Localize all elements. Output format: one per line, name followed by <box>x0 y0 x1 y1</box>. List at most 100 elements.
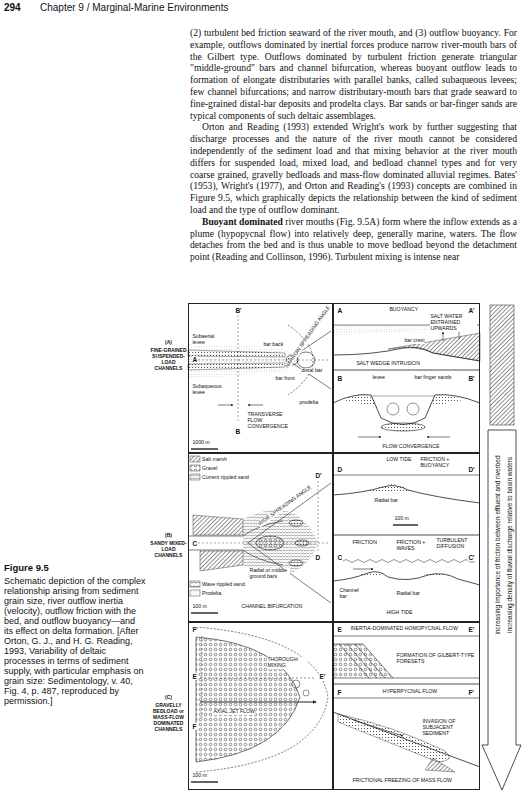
paragraph-text: (2) turbulent bed friction seaward of th… <box>190 27 517 121</box>
panel-label: HYPERPYCNAL FLOW <box>382 689 438 695</box>
panel-label: Subaqueous levee <box>192 384 231 396</box>
plan-view-a-part <box>191 448 218 449</box>
panel-label: levee <box>372 375 385 381</box>
panel-label: 100 m <box>394 516 409 522</box>
panel-label: distal bar <box>301 368 323 374</box>
plan-view-b-part <box>190 465 200 471</box>
panel-label: bar front <box>275 376 295 382</box>
figure-panel: F'ETHOROUGH MIXINGAXIAL JET FLOWE'F100 m <box>188 622 333 790</box>
paragraph: Buoyant dominatedriver mouths (Fig. 9.5A… <box>190 216 517 263</box>
running-head: Chapter 9 / Marginal-Marine Environments <box>40 2 228 14</box>
figure-panel: LOW TIDEFRICTION + BUOYANCYDRadial barD'… <box>333 453 480 622</box>
section-b-part <box>368 484 413 491</box>
section-c-part <box>353 720 403 736</box>
plan-view-b-part <box>191 612 218 613</box>
trend-arrow <box>482 305 521 790</box>
section-c-part <box>333 678 480 679</box>
panel-label: Subaerial levee <box>192 334 227 346</box>
section-letter: D <box>337 466 342 473</box>
body-text: (2) turbulent bed friction seaward of th… <box>190 27 517 263</box>
plan-view-c-part <box>202 636 203 720</box>
plan-view-b-part <box>190 474 200 480</box>
plan-view-c-part <box>200 702 316 703</box>
section-c-part <box>333 644 393 678</box>
section-b-part <box>333 535 480 536</box>
panel-title: GRAVELLY BEDLOAD or MASS-FLOW DOMINATED … <box>150 702 187 732</box>
figure-caption: Schematic depiction of the complex relat… <box>4 576 146 706</box>
panel-letter: (C) <box>150 694 187 700</box>
panel-label: FRICTIONAL FREEZING OF MASS FLOW <box>352 778 452 784</box>
plan-view-b-part <box>200 551 243 571</box>
section-b-part <box>333 475 480 476</box>
section-c-part <box>333 684 480 685</box>
panel-label: FORMATION OF GILBERT-TYPE FORESETS <box>396 653 475 665</box>
panel-label: 100 m <box>192 773 207 779</box>
paragraph-text: Buoyant dominated <box>202 216 283 227</box>
panel-label: BUOYANCY <box>389 307 419 313</box>
panel-label: Radial or middle ground bars <box>249 568 290 580</box>
panel-label: bar back <box>263 342 284 348</box>
panel-label: bar finger sands <box>414 375 452 381</box>
panel-letter: (B) <box>150 532 187 538</box>
plan-view-a-part <box>188 363 285 370</box>
plan-view-b-part <box>190 581 200 587</box>
plan-view-b-part <box>198 543 328 544</box>
section-b-part <box>343 560 475 563</box>
plan-view-a-part <box>248 405 263 406</box>
section-letter: F' <box>468 689 474 696</box>
section-b-part <box>353 569 373 570</box>
section-b-part <box>333 572 480 585</box>
section-letter: C <box>337 554 342 561</box>
trend-arrow-part <box>482 430 521 790</box>
section-a-part <box>333 347 480 361</box>
section-letter: D' <box>468 466 475 473</box>
section-a-part <box>427 437 450 438</box>
panel-label: TRANSVERSE FLOW CONVERGENCE <box>247 412 298 430</box>
plan-view-a-part <box>188 350 285 357</box>
figure-panel: B'NARROW SPREADING ANGLESubaerial leveeA… <box>188 303 333 453</box>
section-c-part <box>333 698 480 699</box>
panel-label: INERTIA-DOMINATED HOMOPYCNAL FLOW <box>350 626 458 632</box>
panel-label: THOROUGH MIXING <box>267 657 308 669</box>
section-a-part <box>333 395 480 425</box>
section-letter: E <box>337 626 342 633</box>
section-letter: E' <box>468 626 475 633</box>
panel-label: 100 m <box>192 604 207 610</box>
plan-view-b-part <box>289 560 303 566</box>
section-letter: B' <box>235 307 242 314</box>
section-a-part <box>443 332 444 341</box>
panel-label: FRICTION + WAVES <box>396 540 431 552</box>
section-c-part <box>425 758 455 772</box>
section-a-part <box>381 423 425 431</box>
panel-label: bar crest <box>404 338 425 344</box>
plan-view-c-part <box>292 680 300 688</box>
plan-view-b-part <box>190 456 200 462</box>
panel-label: SALT WEDGE INTRUSION <box>356 361 420 367</box>
section-letter: D' <box>315 472 322 479</box>
section-c <box>333 636 480 772</box>
section-a-part <box>371 396 435 397</box>
plan-view-b-part <box>190 590 200 596</box>
plan-view-a-part <box>238 315 239 423</box>
plan-view-c-part <box>200 678 316 679</box>
panel-label: Radial bar <box>396 591 420 597</box>
panel-label: SALT WATER ENTRAINED UPWARDS <box>430 314 477 332</box>
plan-view-c-part <box>303 690 309 696</box>
section-a-part <box>387 403 399 415</box>
panel-label: WIDE SPREADING ANGLE <box>257 484 313 527</box>
paragraph-text: Orton and Reading (1993) extended Wright… <box>190 121 517 215</box>
legend-text: Prodelta <box>202 590 221 596</box>
section-letter: B' <box>468 375 475 382</box>
panel-label: INVASION OF SUBJACENT SEDIMENT <box>422 719 477 737</box>
panel-title: SANDY MIXED-LOAD CHANNELS <box>150 540 187 558</box>
section-c-part <box>333 712 480 767</box>
plan-view-a-part <box>218 405 233 406</box>
trend-label: increasing density of fluvial discharge … <box>506 457 513 633</box>
section-a-part <box>388 333 480 361</box>
section-b-part <box>333 486 480 503</box>
plan-view-a-part <box>198 360 328 361</box>
panel-label: FRICTION <box>352 540 377 546</box>
panel-label: 1000 m <box>192 440 210 446</box>
panel-label: LOW TIDE <box>386 457 412 463</box>
